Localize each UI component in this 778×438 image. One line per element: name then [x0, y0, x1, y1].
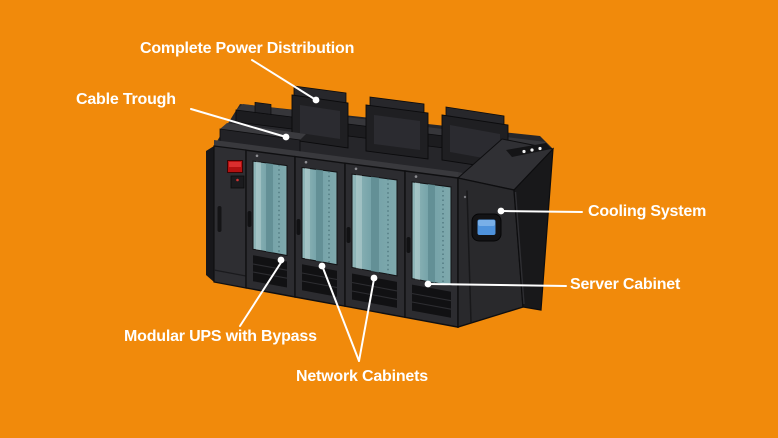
leader-lines — [190, 59, 583, 362]
row-top-bevel — [214, 140, 458, 178]
callout-network-cabinets: Network Cabinets — [296, 368, 428, 385]
network-cabinet-2-graphic — [344, 162, 406, 319]
leader-line-power-distribution — [251, 59, 317, 101]
leader-dot-power-distribution — [312, 96, 320, 104]
callout-complete-power-distribution: Complete Power Distribution — [140, 40, 355, 57]
leader-line-cable-trough — [190, 108, 287, 138]
leader-dot-server-cabinet — [424, 280, 432, 288]
leader-dots — [277, 96, 505, 288]
leader-line-network-right — [358, 278, 375, 362]
cooling-unit-graphic — [456, 138, 554, 328]
leader-dot-network-left — [318, 262, 326, 270]
leader-dot-cable-trough — [282, 133, 290, 141]
leader-line-server-cabinet — [428, 283, 567, 287]
ups-power-cabinet-graphic — [213, 145, 247, 289]
leader-line-network-left — [322, 267, 360, 362]
row-right-side — [513, 147, 554, 311]
server-cabinet-graphic — [404, 170, 459, 328]
power-busway-graphic — [291, 85, 509, 171]
leader-dot-cooling-system — [497, 207, 505, 215]
leader-line-cooling-system — [502, 210, 583, 213]
ups-glass-cabinet-graphic — [245, 149, 296, 298]
leader-dot-network-right — [370, 274, 378, 282]
leader-dot-modular-ups — [277, 256, 285, 264]
row-left-side — [206, 146, 214, 282]
callout-cooling-system: Cooling System — [588, 203, 707, 220]
leader-line-modular-ups — [239, 260, 283, 327]
callout-modular-ups-with-bypass: Modular UPS with Bypass — [124, 328, 317, 345]
callout-server-cabinet: Server Cabinet — [570, 276, 681, 293]
callout-cable-trough: Cable Trough — [76, 91, 176, 108]
network-cabinet-1-graphic — [294, 155, 346, 308]
